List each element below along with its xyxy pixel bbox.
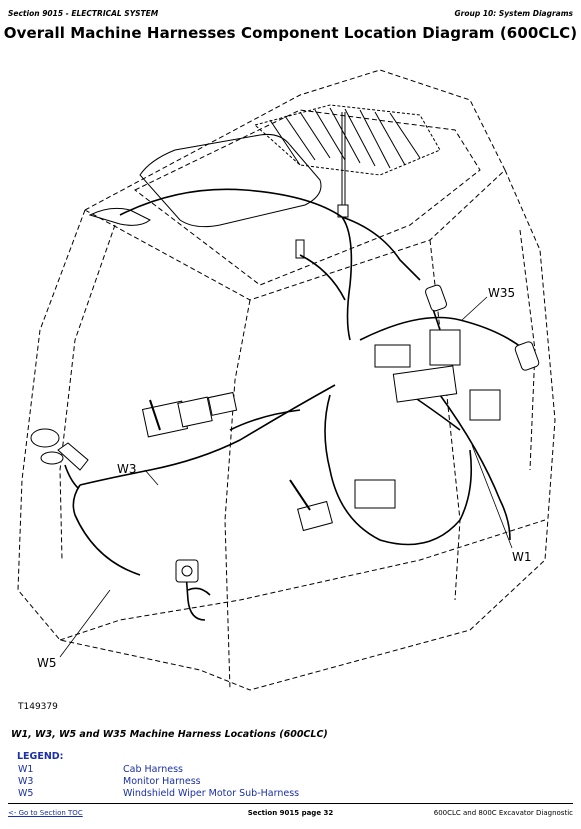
callout-w1: W1 [512, 550, 532, 564]
harness-diagram: W35 W3 W1 W5 [17, 69, 556, 691]
callout-w5: W5 [37, 656, 57, 670]
harness-wires [64, 188, 526, 621]
legend-code: W1 [18, 764, 34, 775]
manual-title: 600CLC and 800C Excavator Diagnostic [433, 809, 573, 817]
legend-code: W3 [18, 776, 34, 787]
header-group: Group 10: System Diagrams [454, 9, 574, 18]
antenna-and-wiper [88, 112, 349, 259]
legend-code: W5 [18, 788, 34, 799]
section-toc-link[interactable]: <- Go to Section TOC [8, 809, 83, 817]
legend-title: LEGEND: [17, 751, 64, 762]
page-number: Section 9015 page 32 [247, 809, 334, 817]
figure-id: T149379 [18, 702, 58, 712]
page-title: Overall Machine Harnesses Component Loca… [3, 24, 578, 42]
callout-leaders [59, 296, 513, 658]
footer-divider [8, 803, 573, 804]
legend-description: Monitor Harness [123, 776, 201, 787]
roof-hatch [139, 104, 441, 228]
callout-w35: W35 [488, 286, 515, 300]
callout-w3: W3 [117, 462, 137, 476]
header-section: Section 9015 - ELECTRICAL SYSTEM [8, 9, 159, 18]
legend-description: Cab Harness [123, 764, 183, 775]
cab-outline-dashed [17, 69, 556, 691]
figure-caption: W1, W3, W5 and W35 Machine Harness Locat… [11, 729, 328, 740]
components [30, 284, 540, 583]
legend-description: Windshield Wiper Motor Sub-Harness [123, 788, 300, 799]
